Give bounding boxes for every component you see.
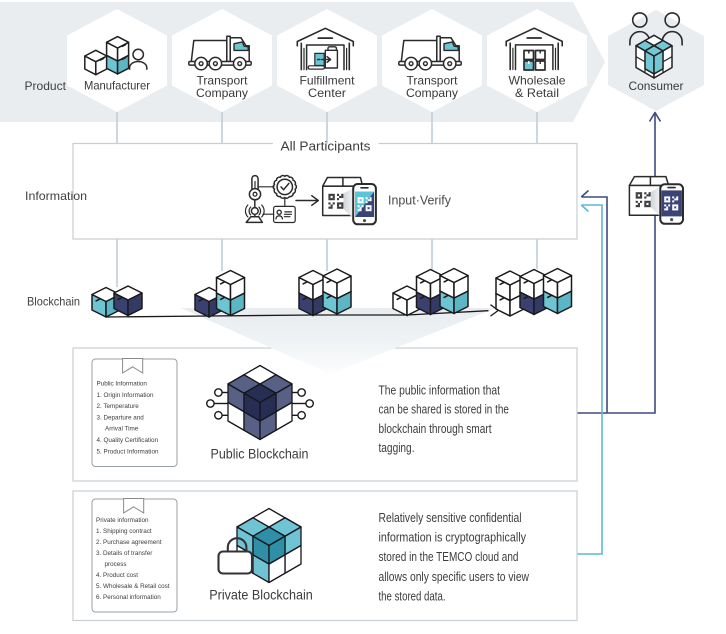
- svg-text:Transport: Transport: [407, 74, 459, 88]
- svg-text:3. Departure and: 3. Departure and: [97, 414, 145, 421]
- svg-text:process: process: [105, 561, 127, 568]
- svg-text:Public Information: Public Information: [97, 381, 148, 388]
- svg-text:5. Wholesale & Retail cost: 5. Wholesale & Retail cost: [96, 583, 170, 590]
- svg-text:the stored data.: the stored data.: [379, 589, 446, 603]
- svg-text:4. Quality Certification: 4. Quality Certification: [97, 437, 159, 444]
- svg-text:Company: Company: [196, 86, 248, 100]
- svg-text:information is cryptographical: information is cryptographically: [379, 531, 527, 545]
- svg-text:Arrival Time: Arrival Time: [105, 426, 139, 433]
- svg-text:1. Shipping contract: 1. Shipping contract: [96, 528, 152, 535]
- svg-text:All Participants: All Participants: [281, 140, 371, 154]
- svg-text:tagging.: tagging.: [379, 441, 415, 455]
- svg-text:Fulfillment: Fulfillment: [300, 74, 356, 88]
- svg-text:Information: Information: [25, 189, 87, 203]
- svg-text:Consumer: Consumer: [629, 79, 684, 93]
- svg-text:Transport: Transport: [197, 74, 249, 88]
- svg-text:The public information that: The public information that: [379, 384, 501, 398]
- svg-text:2. Purchase agreement: 2. Purchase agreement: [96, 539, 162, 546]
- svg-text:5. Product Information: 5. Product Information: [97, 448, 159, 455]
- svg-text:Wholesale: Wholesale: [509, 74, 566, 88]
- svg-text:Product: Product: [25, 79, 67, 93]
- svg-text:2. Temperature: 2. Temperature: [97, 403, 140, 410]
- svg-text:can be shared is stored in the: can be shared is stored in the: [379, 403, 509, 417]
- svg-text:Private information: Private information: [96, 517, 149, 524]
- svg-text:Private Blockchain: Private Blockchain: [209, 587, 313, 603]
- svg-text:Public Blockchain: Public Blockchain: [211, 446, 309, 462]
- svg-text:3. Details of transfer: 3. Details of transfer: [96, 550, 152, 557]
- svg-text:allows only specific users to: allows only specific users to view: [379, 570, 530, 584]
- svg-text:Company: Company: [406, 86, 458, 100]
- svg-text:& Retail: & Retail: [515, 86, 559, 100]
- svg-text:stored in the TEMCO cloud and: stored in the TEMCO cloud and: [379, 550, 519, 564]
- svg-text:Input·Verify: Input·Verify: [388, 194, 452, 208]
- svg-text:4. Product cost: 4. Product cost: [96, 572, 138, 579]
- svg-text:Blockchain: Blockchain: [27, 295, 80, 309]
- svg-text:blockchain through smart: blockchain through smart: [379, 422, 492, 436]
- svg-text:1. Origin Information: 1. Origin Information: [97, 392, 155, 399]
- svg-text:Manufacturer: Manufacturer: [84, 79, 150, 93]
- svg-text:Center: Center: [308, 86, 346, 100]
- svg-text:6. Personal information: 6. Personal information: [96, 594, 161, 601]
- svg-text:Relatively sensitive confident: Relatively sensitive confidential: [379, 511, 522, 525]
